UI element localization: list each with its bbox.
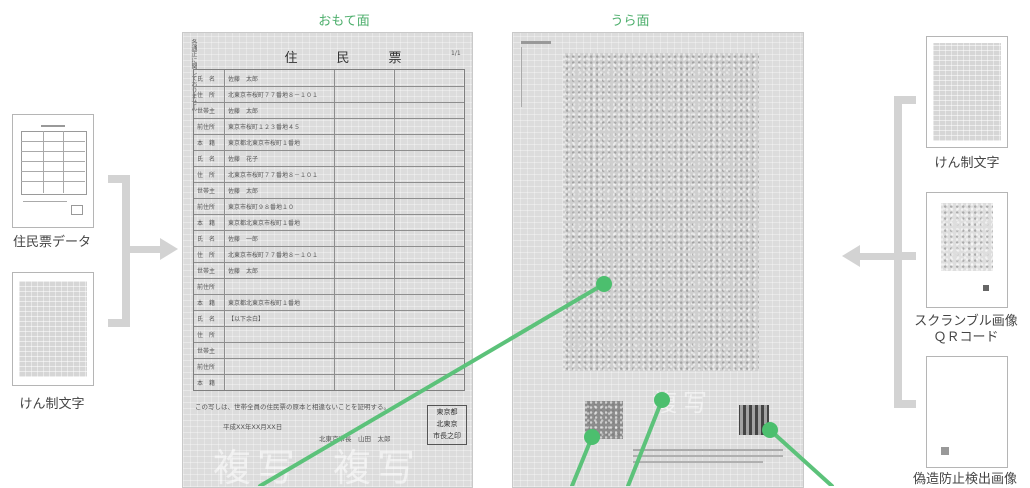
table-field-label: 世帯主 (197, 268, 216, 275)
table-field-label: 前住所 (197, 284, 216, 291)
table-field-label: 氏 名 (197, 316, 216, 323)
table-field-value: 東京都北東京市桜町１番地 (228, 140, 301, 147)
table-field-value: 【以下余白】 (228, 316, 265, 323)
table-field-value: 佐藤 太郎 (228, 268, 259, 275)
table-field-value: 北東京市桜町７７番地８－１０１ (228, 252, 319, 259)
table-field-value: 東京市桜町９８番地１０ (228, 204, 295, 211)
deterrent-pattern-label-right: けん制文字 (934, 156, 1000, 171)
table-field-value: 東京都北東京市桜町１番地 (228, 220, 301, 227)
table-field-label: 氏 名 (197, 156, 216, 163)
table-field-label: 本 籍 (197, 220, 216, 227)
front-document-title: 住 民 票 (284, 51, 402, 66)
back-document: 複写 (512, 32, 804, 488)
watermark-text: 複写 (333, 446, 422, 488)
table-row-divider (194, 278, 464, 279)
table-field-label: 本 籍 (197, 380, 216, 387)
table-row-divider (194, 262, 464, 263)
front-document: 各通正に関しておりません 住 民 票 1/1 氏 名佐藤 太郎住 所北東京市桜町… (182, 32, 473, 488)
table-row-divider (194, 246, 464, 247)
resident-data-label: 住民票データ (12, 235, 91, 250)
table-field-value: 佐藤 太郎 (228, 108, 259, 115)
arrow-left-icon (842, 245, 894, 267)
table-field-label: 世帯主 (197, 108, 216, 115)
table-field-label: 氏 名 (197, 76, 216, 83)
table-row-divider (194, 198, 464, 199)
table-row-divider (194, 182, 464, 183)
official-seal: 東京都 北東京 市長之印 (427, 405, 467, 445)
table-field-label: 氏 名 (197, 236, 216, 243)
table-row-divider (194, 294, 464, 295)
table-field-value: 佐藤 太郎 (228, 76, 259, 83)
table-field-value: 佐藤 花子 (228, 156, 259, 163)
scrambled-image (563, 53, 759, 371)
table-field-label: 住 所 (197, 332, 216, 339)
table-row-divider (194, 102, 464, 103)
table-row-divider (194, 214, 464, 215)
table-field-label: 住 所 (197, 252, 216, 259)
table-field-label: 前住所 (197, 124, 216, 131)
table-row-divider (194, 230, 464, 231)
table-row-divider (194, 342, 464, 343)
deterrent-pattern-label-left: けん制文字 (19, 397, 85, 412)
table-row-divider (194, 374, 464, 375)
forgery-detection-thumbnail (926, 356, 1008, 468)
right-bracket (894, 96, 916, 104)
table-column-divider (334, 70, 335, 390)
table-field-value: 北東京市桜町７７番地８－１０１ (228, 92, 319, 99)
left-bracket (108, 175, 130, 183)
resident-data-thumbnail (12, 114, 94, 228)
table-field-label: 住 所 (197, 92, 216, 99)
table-field-value: 北東京市桜町７７番地８－１０１ (228, 172, 319, 179)
forgery-detection-label: 偽造防止検出画像 (912, 472, 1017, 487)
table-row-divider (194, 86, 464, 87)
table-field-value: 佐藤 一郎 (228, 236, 259, 243)
scramble-image-thumbnail (926, 192, 1008, 308)
table-row-divider (194, 310, 464, 311)
arrow-right-icon (130, 238, 178, 260)
table-field-value: 東京市桜町１２３番地４５ (228, 124, 301, 131)
table-column-divider (394, 70, 395, 390)
table-row-divider (194, 118, 464, 119)
table-row-divider (194, 134, 464, 135)
page-number: 1/1 (451, 50, 461, 57)
table-column-divider (224, 70, 225, 390)
front-side-title: おもて面 (318, 14, 370, 29)
table-field-value: 佐藤 太郎 (228, 188, 259, 195)
back-side-title: うら面 (610, 14, 650, 29)
scramble-qr-label: スクランブル画像 ＱＲコード (914, 314, 1018, 345)
table-field-label: 住 所 (197, 172, 216, 179)
deterrent-pattern-thumbnail-left (12, 272, 94, 386)
watermark-text: 複写 (213, 446, 302, 488)
table-row-divider (194, 326, 464, 327)
issue-date: 平成XX年XX月XX日 (223, 423, 283, 431)
certification-text: この写しは、世帯全員の住民票の原本と相違ないことを証明する。 (195, 403, 390, 411)
table-field-label: 世帯主 (197, 348, 216, 355)
table-field-label: 前住所 (197, 364, 216, 371)
table-row-divider (194, 166, 464, 167)
table-row-divider (194, 150, 464, 151)
table-field-label: 本 籍 (197, 140, 216, 147)
issuer-name: 北東京市長 山田 太郎 (319, 435, 391, 443)
deterrent-pattern-thumbnail-right (926, 36, 1008, 148)
table-row-divider (194, 358, 464, 359)
table-field-value: 東京都北東京市桜町１番地 (228, 300, 301, 307)
table-field-label: 本 籍 (197, 300, 216, 307)
table-field-label: 世帯主 (197, 188, 216, 195)
table-field-label: 前住所 (197, 204, 216, 211)
